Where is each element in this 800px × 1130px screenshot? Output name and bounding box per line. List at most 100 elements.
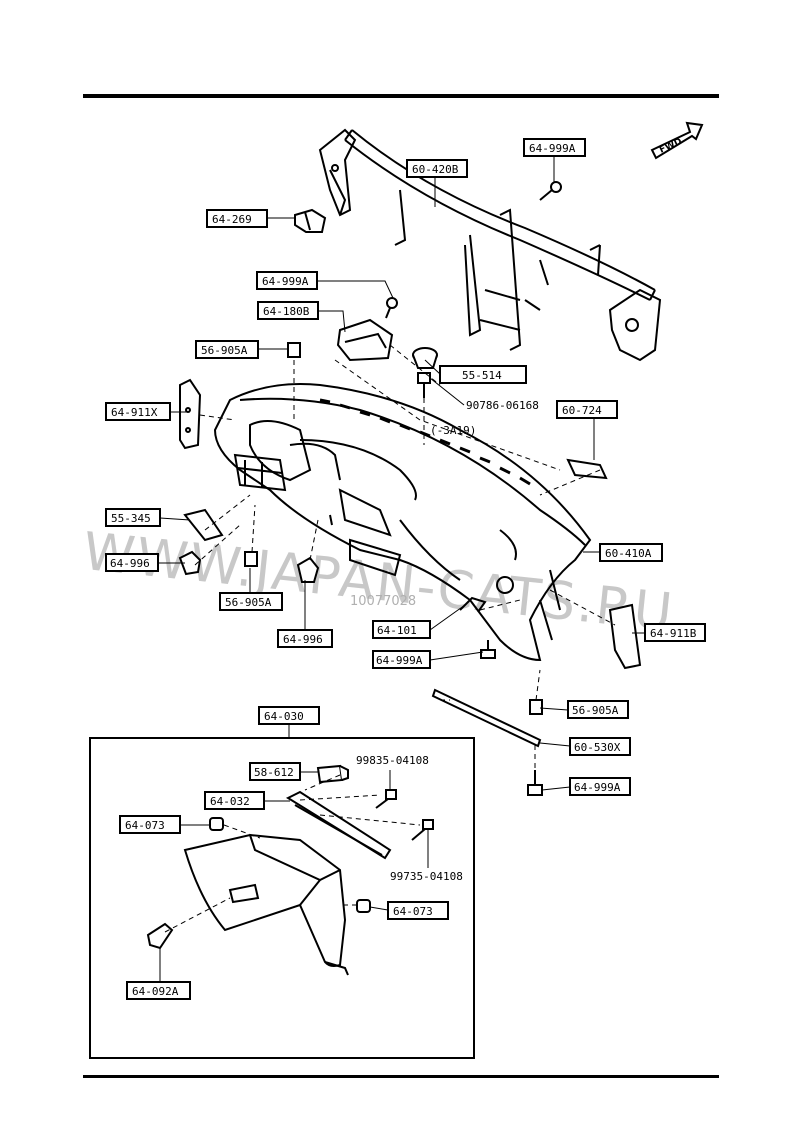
label-55-514: 55-514 (439, 365, 527, 384)
svg-text:64-911X: 64-911X (111, 406, 158, 419)
label-64-911X: 64-911X (105, 402, 171, 421)
svg-text:64-999A: 64-999A (529, 142, 576, 155)
glovebox-frame (89, 737, 475, 1059)
svg-text:64-073: 64-073 (125, 819, 165, 832)
svg-text:64-999A: 64-999A (376, 654, 423, 667)
svg-text:56-905A: 56-905A (572, 704, 619, 717)
part-64-073-left (209, 817, 224, 831)
svg-text:64-996: 64-996 (110, 557, 150, 570)
bolt-low (480, 640, 496, 659)
svg-text:99735-04108: 99735-04108 (390, 870, 463, 883)
label-55-345: 55-345 (105, 508, 161, 527)
svg-text:56-905A: 56-905A (201, 344, 248, 357)
label-56-905A-top: 56-905A (195, 340, 259, 359)
label-64-999A-low: 64-999A (372, 650, 431, 669)
label-90786-06168: 90786-06168 (466, 399, 539, 412)
label-64-032: 64-032 (204, 791, 265, 810)
dashboard-panel (213, 383, 592, 662)
svg-text:55-514: 55-514 (462, 369, 502, 382)
svg-text:64-269: 64-269 (212, 213, 252, 226)
svg-text:64-911B: 64-911B (650, 627, 697, 640)
label-56-905A-right: 56-905A (567, 700, 629, 719)
label-64-092A: 64-092A (126, 981, 191, 1000)
part-55-514 (412, 347, 438, 369)
bolt-mid (385, 297, 398, 319)
bolt-top (539, 181, 562, 201)
svg-text:56-905A: 56-905A (225, 596, 272, 609)
clip-56-905A-top (287, 342, 301, 358)
reinforcement-bar (318, 128, 662, 362)
svg-text:(-3A19): (-3A19) (430, 424, 476, 437)
label-60-724: 60-724 (556, 400, 618, 419)
part-64-996-left (178, 550, 202, 576)
svg-text:64-092A: 64-092A (132, 985, 179, 998)
svg-text:64-999A: 64-999A (574, 781, 621, 794)
label-99735-04108: 99735-04108 (390, 870, 463, 883)
label-60-410A: 60-410A (599, 543, 663, 562)
fwd-label: FWD (658, 137, 684, 156)
part-64-032 (285, 790, 392, 860)
svg-text:90786-06168: 90786-06168 (466, 399, 539, 412)
clip-56-905A-mid (244, 551, 258, 567)
leader-lines-glovebox (159, 770, 429, 982)
svg-text:64-999A: 64-999A (262, 275, 309, 288)
label-64-073-right: 64-073 (387, 901, 449, 920)
glovebox-body (183, 833, 349, 976)
fwd-arrow-icon (650, 121, 704, 160)
svg-text:60-530X: 60-530X (574, 741, 621, 754)
label-60-420B: 60-420B (406, 159, 468, 178)
label-60-530X: 60-530X (569, 737, 631, 756)
top-rule (83, 94, 719, 98)
label-64-180B: 64-180B (257, 301, 319, 320)
label-64-911B: 64-911B (644, 623, 706, 642)
svg-text:64-032: 64-032 (210, 795, 250, 808)
label-64-999A-mid: 64-999A (256, 271, 318, 290)
leader-dashes-upper (194, 344, 616, 770)
part-64-180B (336, 318, 394, 362)
part-64-911X (179, 378, 202, 450)
fwd-arrow: FWD (650, 121, 704, 160)
label-58-612: 58-612 (249, 762, 301, 781)
part-60-530X (431, 688, 542, 748)
label-64-999A-top: 64-999A (523, 138, 586, 157)
leader-lines-upper (158, 157, 645, 791)
svg-text:58-612: 58-612 (254, 766, 294, 779)
label-64-269: 64-269 (206, 209, 268, 228)
label-99835-04108: 99835-04108 (356, 754, 429, 767)
label-64-101: 64-101 (372, 620, 431, 639)
leader-dashes-glovebox (164, 774, 421, 933)
label-64-996-bottom: 64-996 (277, 629, 333, 648)
label-64-999A-bottom: 64-999A (569, 777, 631, 796)
svg-text:55-345: 55-345 (111, 512, 151, 525)
bolt-90786 (417, 372, 431, 398)
svg-text:60-420B: 60-420B (412, 163, 459, 176)
part-64-996-bottom (296, 556, 320, 583)
label-64-073-left: 64-073 (119, 815, 181, 834)
screw-99735 (411, 819, 434, 841)
part-60-724 (566, 458, 608, 480)
svg-text:64-101: 64-101 (377, 624, 417, 637)
svg-text:99835-04108: 99835-04108 (356, 754, 429, 767)
label-64-030: 64-030 (258, 706, 320, 725)
part-58-612 (316, 764, 349, 784)
svg-text:64-996: 64-996 (283, 633, 323, 646)
part-64-269 (294, 208, 327, 233)
vent-slots (319, 398, 531, 486)
part-64-911B (608, 603, 642, 670)
svg-text:64-073: 64-073 (393, 905, 433, 918)
part-64-092A (146, 922, 174, 950)
screw-99835 (375, 789, 397, 809)
label-3A19: (-3A19) (430, 424, 476, 437)
bolt-bottom (527, 770, 543, 796)
bottom-rule (83, 1075, 719, 1078)
svg-text:64-180B: 64-180B (263, 305, 310, 318)
clip-56-905A-right (529, 699, 543, 715)
label-56-905A-mid: 56-905A (219, 592, 283, 611)
part-64-073-right (356, 899, 371, 913)
part-55-345 (183, 508, 224, 542)
label-64-996-left: 64-996 (105, 553, 159, 572)
svg-text:60-410A: 60-410A (605, 547, 652, 560)
svg-text:60-724: 60-724 (562, 404, 602, 417)
watermark-id: 10077028 (350, 594, 416, 609)
